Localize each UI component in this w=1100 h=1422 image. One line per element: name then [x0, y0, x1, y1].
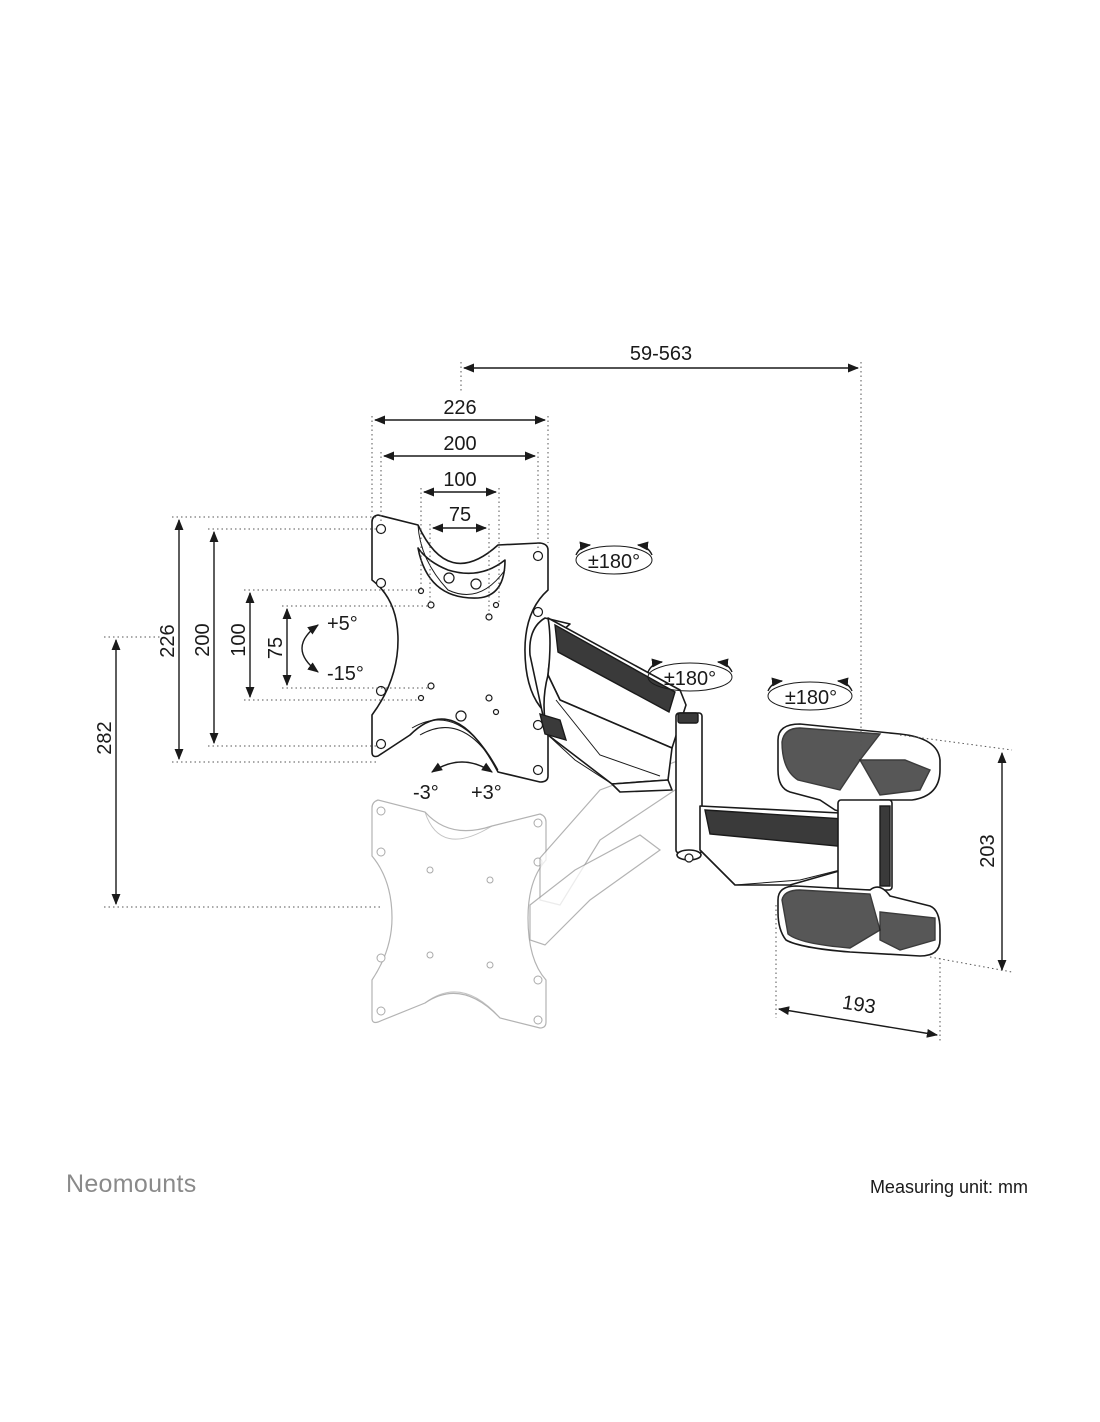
- angle-rotate-left: -3°: [413, 782, 439, 804]
- angle-swivel-wall: ±180°: [785, 687, 837, 709]
- measuring-unit-note: Measuring unit: mm: [869, 1177, 1028, 1197]
- dim-plate-width-200: 200: [443, 433, 476, 455]
- dim-plate-width-226: 226: [443, 397, 476, 419]
- vesa-plate: [371, 514, 549, 783]
- rear-arm: [699, 805, 861, 886]
- angle-swivel-arm: ±180°: [664, 668, 716, 690]
- dim-plate-height-200: 200: [192, 623, 214, 656]
- dim-depth-range: 59-563: [630, 343, 692, 365]
- dim-plate-height-100: 100: [228, 623, 250, 656]
- dim-wall-plate-width: 193: [841, 992, 877, 1019]
- angle-tilt-up: +5°: [327, 613, 358, 635]
- rotation-indicators: [301, 541, 853, 773]
- dim-height-282: 282: [94, 721, 116, 754]
- dimension-lines: [104, 362, 1013, 1042]
- dim-plate-width-75: 75: [449, 504, 471, 526]
- angle-rotate-right: +3°: [471, 782, 502, 804]
- dim-plate-height-226: 226: [157, 624, 179, 657]
- dim-plate-height-75: 75: [265, 637, 287, 659]
- brand-logo: Neomounts: [66, 1170, 197, 1198]
- wall-plate: [777, 723, 941, 957]
- dim-wall-plate-height: 203: [977, 834, 999, 867]
- ghost-mount: [371, 759, 691, 1029]
- dim-plate-width-100: 100: [443, 469, 476, 491]
- pivot-column: [675, 712, 703, 863]
- angle-swivel-head: ±180°: [588, 551, 640, 573]
- angle-tilt-down: -15°: [327, 663, 364, 685]
- front-arm: [528, 617, 687, 793]
